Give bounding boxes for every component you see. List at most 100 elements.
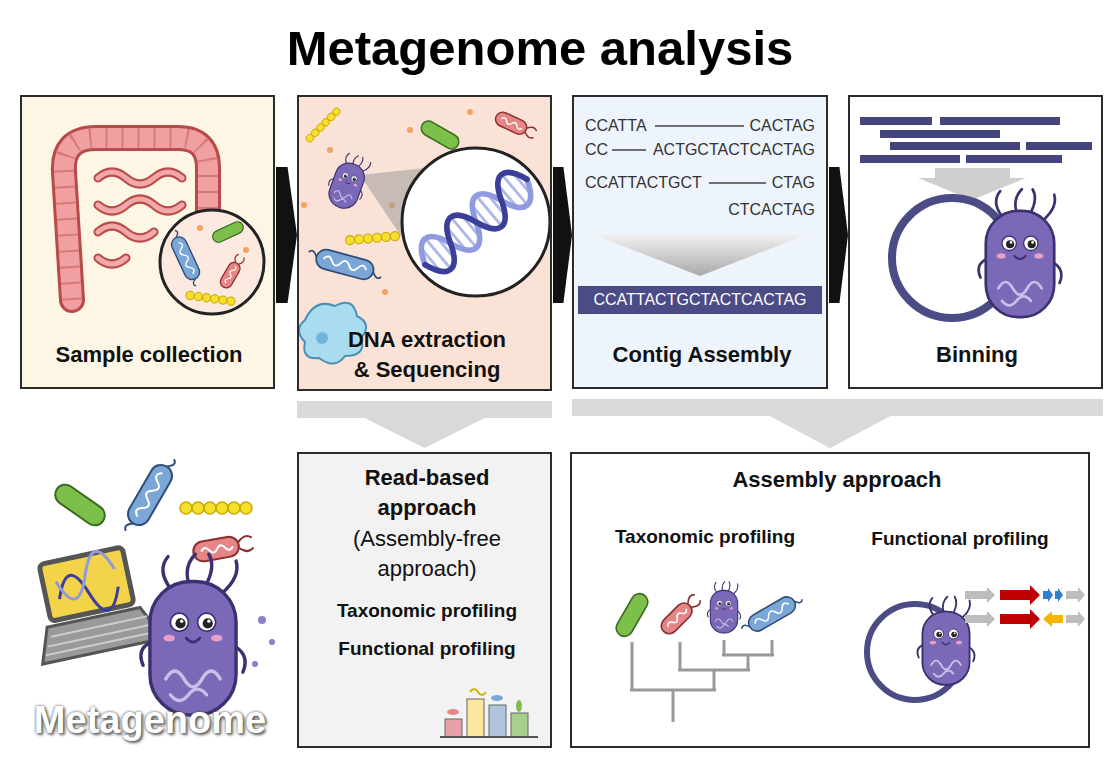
metagenome-art xyxy=(51,481,108,530)
flow-arrow xyxy=(297,401,552,448)
metagenome-art xyxy=(252,661,258,667)
magnifier xyxy=(185,291,235,306)
binning-art xyxy=(880,130,1000,138)
metagenome-art xyxy=(180,502,252,514)
label-holder: CC xyxy=(585,140,608,160)
process-box: DNA extraction & Sequencing xyxy=(297,95,552,391)
label-holder: CCATTACTGCTACTCACTAG xyxy=(593,290,806,310)
dna-extraction-art xyxy=(419,118,462,151)
bar-chart-art xyxy=(491,695,503,701)
box-fill xyxy=(572,95,828,389)
dna-extraction-art xyxy=(301,202,307,208)
sequence-read: CC xyxy=(585,140,608,160)
box-fill xyxy=(297,95,552,391)
metagenome-art xyxy=(35,604,164,664)
dna-extraction-art xyxy=(322,149,374,213)
label-holder: CTAG xyxy=(772,173,815,193)
flow-arrow xyxy=(829,167,848,303)
bar-chart-art xyxy=(470,689,486,695)
contig-art xyxy=(655,125,744,127)
magnifier xyxy=(160,210,264,314)
sequence-read: CCATTACTGCTACTCACTAG xyxy=(593,290,806,310)
box-text: Functional profiling xyxy=(338,637,515,661)
sequence-read: CCATTACTGCT xyxy=(585,173,702,193)
contig-art xyxy=(612,149,646,151)
magnifier xyxy=(211,220,246,244)
sequence-read: CCATTA xyxy=(585,116,647,136)
box-fill xyxy=(20,95,275,389)
text-holder: Functional profiling xyxy=(871,527,1048,551)
gene-art xyxy=(965,611,995,627)
metagenome-art xyxy=(141,554,245,715)
box-heading: Assembly approach xyxy=(732,465,941,495)
box-heading: DNA extraction & Sequencing xyxy=(339,325,515,385)
binning-art xyxy=(966,155,1062,163)
process-box: Assembly approachTaxonomic profiling Func… xyxy=(570,452,1090,748)
gene-art xyxy=(1066,611,1085,627)
box-text: Taxonomic profiling xyxy=(337,599,517,623)
metagenome-art xyxy=(258,616,266,624)
text-holder: Assembly approach xyxy=(732,465,941,495)
dna-extraction-art xyxy=(382,289,388,295)
dna-extraction-art xyxy=(305,106,342,143)
text-holder: Binning xyxy=(936,340,1018,370)
text-holder: DNA extraction & Sequencing xyxy=(339,325,515,385)
gene-art xyxy=(1000,585,1040,605)
gene-art xyxy=(917,597,974,685)
box-fill xyxy=(848,95,1103,389)
contig-art xyxy=(592,234,808,276)
metagenome-art xyxy=(119,452,181,537)
text-holder: Taxonomic profiling xyxy=(615,525,795,549)
bar-chart-art xyxy=(440,736,538,738)
phylogeny-art xyxy=(613,582,805,722)
magnifier xyxy=(243,247,249,253)
phylogeny-art xyxy=(658,592,703,637)
title-holder: Metagenome analysis xyxy=(287,20,794,76)
binning-art xyxy=(918,168,1026,200)
label-holder: CTCACTAG xyxy=(728,200,815,220)
phylogeny-art xyxy=(630,640,774,722)
dna-extraction-art xyxy=(493,110,538,141)
label-holder: CCATTACTGCT xyxy=(585,173,702,193)
contig-art xyxy=(578,286,822,314)
binning-art xyxy=(890,142,1020,150)
flow-arrow xyxy=(553,167,572,303)
sequence-read: ACTGCTACTCACTAG xyxy=(653,140,815,160)
dna-extraction-art xyxy=(299,106,550,363)
magnifier xyxy=(166,228,205,288)
box-fill xyxy=(570,452,1090,748)
binning-art xyxy=(860,117,1092,318)
process-box: Contig Assembly xyxy=(572,95,828,389)
gene-art xyxy=(965,587,995,603)
phylogeny-art xyxy=(707,582,740,633)
metagenome-art xyxy=(269,639,275,645)
bar-chart-art xyxy=(467,699,484,737)
box-text: (Assembly-free approach) xyxy=(342,524,512,584)
process-box: Binning xyxy=(848,95,1103,389)
process-box: Read-based approach(Assembly-free approa… xyxy=(297,452,552,748)
bar-chart-art xyxy=(447,709,459,715)
box-fill xyxy=(297,452,552,748)
text-holder: Functional profiling xyxy=(338,637,515,661)
process-box: Sample collection xyxy=(20,95,275,389)
bar-chart-art xyxy=(440,689,538,737)
bar-chart-art xyxy=(445,719,462,737)
metagenome-art xyxy=(51,548,118,602)
watermark: Metagenome xyxy=(34,698,266,742)
sequence-read: CTAG xyxy=(772,173,815,193)
dna-extraction-art xyxy=(305,245,384,284)
bar-chart-art xyxy=(511,713,528,737)
binning-art xyxy=(979,189,1062,317)
gene-art xyxy=(1043,588,1053,602)
magnifier xyxy=(160,210,264,314)
label-holder: Metagenome xyxy=(34,698,266,742)
label-holder: CCATTA xyxy=(585,116,647,136)
label-holder: CACTAG xyxy=(750,116,815,136)
binning-art xyxy=(940,117,1060,125)
flow-arrow xyxy=(770,399,1103,448)
text-holder: Sample collection xyxy=(55,340,242,370)
text-holder: Taxonomic profiling xyxy=(337,599,517,623)
